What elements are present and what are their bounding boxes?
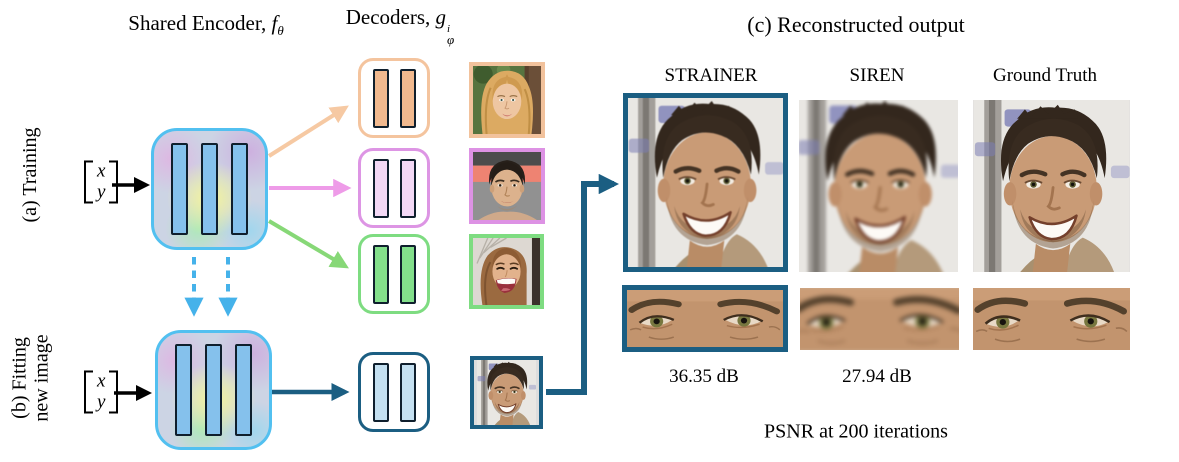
decoders-title-text: Decoders, [345,4,436,29]
face-to-output-connector-arrow [546,173,620,395]
decoder-layer-bar [372,68,389,128]
encoder-layer-bar [235,344,252,436]
encoder-layer-bar [201,143,218,235]
column-label-siren: SIREN [849,65,905,86]
ground-truth-eyes-crop-image [973,288,1130,350]
siren-reconstruction-image [799,100,958,272]
psnr-caption: PSNR at 200 iterations [764,420,948,443]
vector-y: y [97,391,106,412]
training-image-blonde-woman [469,62,545,138]
panel-b-side-label-line2: new image [31,334,53,422]
decoder-layer-bar [399,362,416,422]
training-image-laughing-woman [469,234,544,309]
column-label-strainer: STRAINER [664,65,758,86]
siren-reconstruction [799,100,958,272]
vector-x: x [97,160,106,182]
panel-c-header: (c) Reconstructed output [747,12,965,37]
decoder-layer-bar [372,158,389,218]
shared-encoder-block-fitting [155,330,272,450]
vector-x: x [97,370,106,392]
decoders-symbol-superscript: i [447,22,451,35]
encoder-layer-bar [231,143,248,235]
decoder-block-1 [358,58,430,138]
decoders-symbol: g [435,4,447,29]
decoder-block-3 [358,234,430,314]
decoder-layer-bar [399,244,416,304]
column-label-ground-truth: Ground Truth [993,65,1097,86]
vector-entries: x y [93,370,109,413]
siren-eyes-crop-image [800,288,959,350]
psnr-value-siren: 27.94 dB [842,366,912,387]
decoder-block-new-image [358,352,430,432]
shared-encoder-title: Shared Encoder, fθ [128,11,283,39]
smiling-man-photo [474,360,539,425]
shared-encoder-block-training [151,128,268,250]
panel-a-side-label: (a) Training [18,127,41,223]
encoder-layer-bar [171,143,188,235]
vector-entries: x y [93,160,109,203]
strainer-reconstruction-image [623,93,788,272]
input-vector-training: x y [84,160,119,204]
left-bracket [84,160,93,204]
shared-encoder-title-text: Shared Encoder, [128,10,272,35]
new-image-smiling-man [470,356,543,429]
dark-haired-man-photo [473,152,541,220]
strainer-eyes-crop [627,290,783,347]
panel-b-side-label-line1: (b) Fitting [8,337,31,419]
decoders-symbol-subscript: φ [447,32,455,48]
encoder-to-decoder3-arrow [267,219,349,269]
decoder-layer-bar [372,244,389,304]
ground-truth-image [973,100,1130,272]
decoder-layer-bar [399,158,416,218]
encoder-symbol-subscript: θ [277,23,284,39]
blonde-woman-photo [473,66,541,134]
encoder-to-decoder1-arrow [267,105,349,158]
ground-truth-eyes-crop [973,288,1130,350]
encoder-layer-bar [205,344,222,436]
ground-truth [973,100,1130,272]
psnr-value-strainer: 36.35 dB [669,366,739,387]
strainer-eyes-crop-image [622,285,788,352]
right-bracket [109,370,119,414]
encoder-symbol: f [271,10,278,35]
vector-y: y [97,181,106,202]
input-vector-fitting: x y [84,370,119,414]
training-image-dark-haired-man [469,148,545,224]
decoder-layer-bar [399,68,416,128]
laughing-woman-photo [473,238,540,305]
decoder-layer-bar [372,362,389,422]
siren-eyes-crop [800,288,959,350]
decoder-block-2 [358,148,430,228]
panel-b-side-label: (b) Fitting new image [9,334,54,421]
encoder-layer-bar [175,344,192,436]
right-bracket [109,160,119,204]
strainer-reconstruction [626,96,784,268]
left-bracket [84,370,93,414]
